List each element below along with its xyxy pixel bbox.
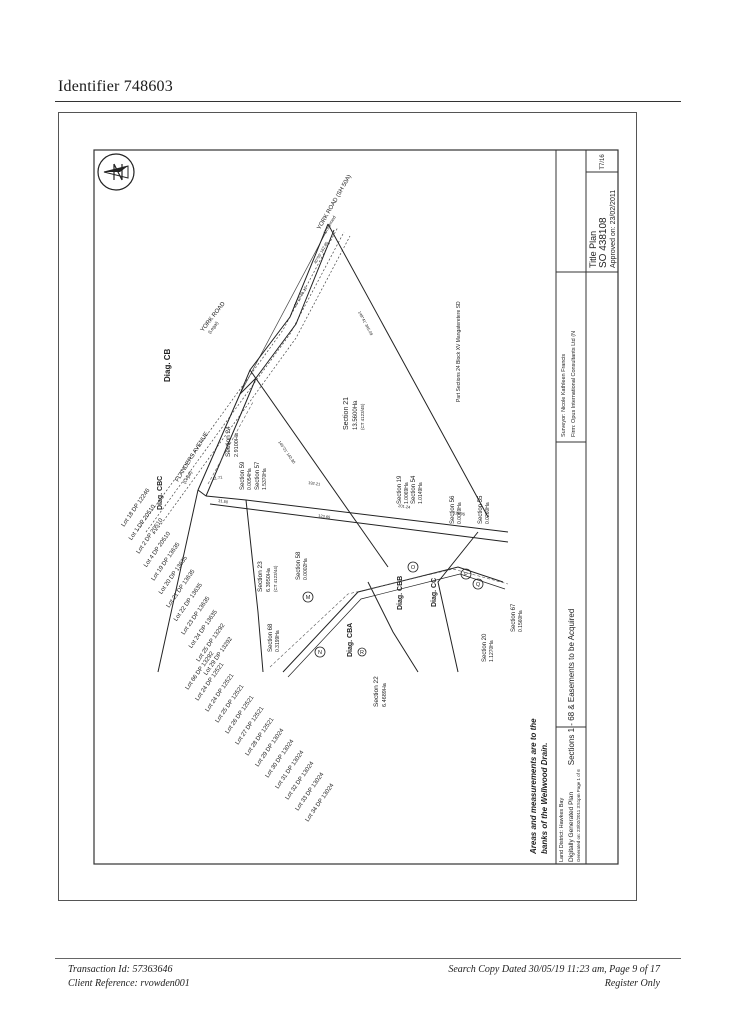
section-22-area: 6.4689Ha [382,682,388,707]
part-sections-label: Part Sections 24 Block XV Mangateretere … [456,301,462,402]
sheet-title: Sections 1 - 68 & Easements to be Acquir… [567,609,576,766]
survey-plan: T7/16 Title Plan SO 438108 Approved on: … [58,112,637,901]
section-20-label: Section 20 [482,633,488,662]
note-line-2: banks of the Wellwood Drain. [540,743,549,854]
section-19-area: 1.0069Ha [404,482,410,504]
marker-p: P [464,572,468,578]
section-55-label: Section 55 [478,495,484,524]
footer-divider [55,958,681,959]
surveyor: Surveyor: Nicole Kathleen Francis [561,354,567,437]
section-20-area: 1.1270Ha [489,640,495,662]
land-district: Land District: Hawkes Bay [559,798,565,862]
diag-cba-label: Diag. CBA [347,623,354,657]
svg-text:201.24: 201.24 [398,503,412,510]
section-68-area: 0.3199Ha [275,630,281,652]
section-23-area: 6.3950Ha [266,567,272,592]
section-21-label: Section 21 [343,397,350,430]
section-23-label: Section 23 [257,561,264,592]
marker-r: R [360,650,364,656]
svg-text:149°41' 345.09: 149°41' 345.09 [357,310,374,337]
firm: Firm: Opus International Consultants Ltd… [571,331,577,437]
road-label-flanders-sub: (Legal) [182,470,194,485]
generated-on: Generated on: 23/02/2011 3:51pm Page 1 o… [576,769,581,862]
title-block: T7/16 Title Plan SO 438108 Approved on: … [529,150,618,864]
document-identifier: Identifier 748603 [58,78,173,95]
section-59-area: 0.0054Ha [247,468,253,490]
diag-cbb-label: Diag. CBB [397,576,404,610]
marker-n: N [318,650,322,656]
section-67-area: 0.1560Ha [518,610,524,632]
header-divider [55,101,681,102]
diag-cb-label: Diag. CB [163,348,172,382]
plan-label: Title Plan [588,231,598,268]
section-67-label: Section 67 [511,603,517,632]
section-56-label: Section 56 [450,495,456,524]
section-labels: Section 21 13.5600Ha (CT 4123/45) Part S… [225,301,524,707]
marker-o: O [411,565,416,571]
section-54-label: Section 54 [411,475,417,504]
section-54-area: 1.0149Ha [418,482,424,504]
generated-plan: Digitally Generated Plan [568,792,575,862]
section-59-label: Section 59 [240,461,246,490]
svg-text:30°12' 81.12: 30°12' 81.12 [293,285,309,308]
diag-cbc-label: Diag. CBC [157,476,164,510]
section-24-area: 2.9100Ha [234,432,240,457]
easement-markers [302,561,484,658]
svg-text:145°21' 142.80: 145°21' 142.80 [277,440,297,465]
section-55-area: 0.0260Ha [485,502,491,524]
marker-m: M [306,595,311,601]
road-label-york-sh50a: YORK ROAD (SH 50A) [317,174,353,231]
lot-label: Lot 18 DP 12246 [121,487,152,528]
section-58-label: Section 58 [296,551,302,580]
section-56-area: 0.0069Ha [457,502,463,524]
svg-text:11.71: 11.71 [212,474,223,481]
diag-cc-label: Diag. CC [431,578,438,607]
client-reference: Client Reference: rvowden001 [68,978,190,989]
north-arrow-icon [97,153,135,191]
roads [137,226,351,535]
register-only: Register Only [604,978,660,989]
svg-text:123.65: 123.65 [318,513,332,520]
svg-text:118.95: 118.95 [453,510,466,517]
svg-text:192.21: 192.21 [308,480,322,487]
plan-frame [58,112,637,901]
note-line-1: Areas and measurements are to the [529,718,538,855]
search-copy-date: Search Copy Dated 30/05/19 11:23 am, Pag… [448,964,660,975]
section-68-label: Section 68 [268,623,274,652]
transaction-id: Transaction Id: 57363646 [68,964,173,975]
section-23-ct: (CT 4123/44) [273,565,278,592]
drawing-border [93,149,619,865]
svg-text:31.50: 31.50 [218,498,229,504]
approved-date: Approved on: 23/02/2011 [610,190,617,268]
parcel-boundaries [157,223,509,678]
section-22-label: Section 22 [373,676,380,707]
section-24-label: Section 24 [225,426,232,457]
sheet-ref: T7/16 [600,154,606,170]
section-58-area: 0.0002Ha [303,558,309,580]
section-19-label: Section 19 [397,475,403,504]
drain-dashed [207,401,509,668]
marker-q: Q [476,582,481,588]
section-57-area: 1.5370Ha [262,468,268,490]
section-57-label: Section 57 [255,461,261,490]
section-21-ct: (CT 4123/45) [360,403,365,430]
easement-marker-letters: M N O P Q R [306,565,481,656]
plan-number: SO 438108 [598,217,609,268]
section-21-area: 13.5600Ha [353,400,359,430]
